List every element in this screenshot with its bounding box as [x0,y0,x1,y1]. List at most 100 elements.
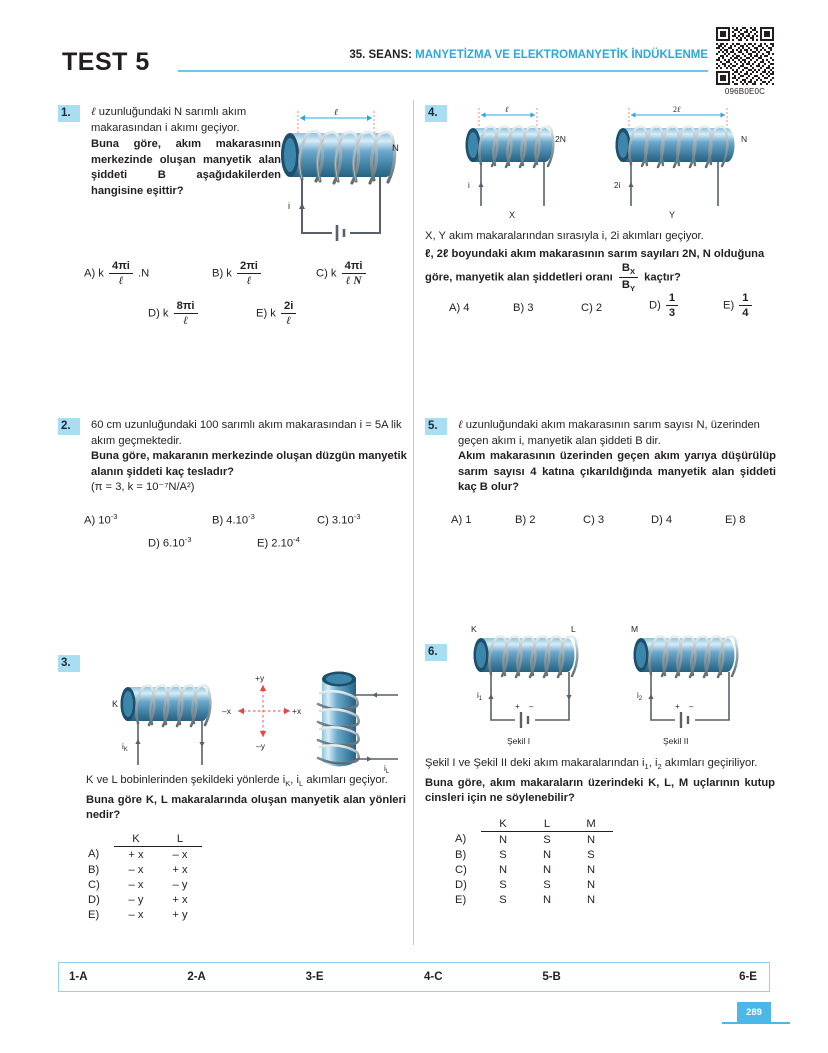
question-4-option-e[interactable]: E) 1 4 [723,292,754,319]
question-2: 2. 60 cm uzunluğundaki 100 sarımlı akım … [58,418,408,550]
page-footer-rule [722,1022,790,1024]
svg-text:ℓ: ℓ [334,107,338,117]
question-1-prompt: Buna göre, akım makarasının merkezinde o… [91,138,281,197]
svg-text:+y: +y [255,673,265,683]
question-2-prompt: Buna göre, makaranın merkezinde oluşan d… [91,450,407,478]
svg-text:–: – [689,702,694,711]
table-row[interactable]: C) – x – y [88,878,188,891]
question-1-option-a[interactable]: A) k 4πi ℓ .N [84,260,150,287]
column-header-m: M [569,818,613,832]
question-1-diagram: ℓ [276,103,406,248]
question-3-number: 3. [58,655,80,672]
page-number-tab: 289 [737,1002,771,1022]
answer-key-item-5: 5-B [542,971,561,983]
svg-text:K: K [112,699,118,709]
question-4-option-d[interactable]: D) 1 3 [649,292,680,319]
question-6-line1: Şekil I ve Şekil II deki akım makaraları… [425,757,758,772]
question-5: 5. ℓ uzunluğundaki akım makarasının sarı… [425,418,776,526]
question-6-diagram: K L i1 + – Şekil I [459,620,779,760]
fraction: 4πi ℓ [109,260,133,287]
seans-name: MANYETİZMA VE ELEKTROMANYETİK İNDÜKLENME [415,49,708,61]
question-3-prompt: Buna göre K, L makaralarında oluşan many… [86,793,406,822]
question-2-line1: 60 cm uzunluğundaki 100 sarımlı akım mak… [91,419,402,431]
column-header-k: K [114,833,158,847]
fraction: 2πi ℓ [237,260,261,287]
question-5-option-b[interactable]: B) 2 [515,514,536,526]
question-1-option-e[interactable]: E) k 2i ℓ [256,300,298,327]
svg-text:i: i [288,201,290,211]
question-2-option-d[interactable]: D) 6.10-3 [148,535,192,550]
svg-text:–y: –y [256,741,266,751]
table-row[interactable]: A) + x – x [88,848,188,861]
table-row[interactable]: E) – x + y [88,908,188,921]
twin-solenoid-svg: ℓ i 2N X 2ℓ [465,105,747,220]
table-row[interactable]: E) S N N [455,893,596,906]
svg-text:Y: Y [669,210,675,220]
question-6-prompt: Buna göre, akım makaraların üzerindeki K… [425,776,775,805]
fraction: 2i ℓ [281,300,297,327]
question-1-option-b[interactable]: B) k 2πi ℓ [212,260,263,287]
qr-label: 096B0E0C [724,87,766,96]
table-row[interactable]: A) N S N [455,833,596,846]
question-4-option-c[interactable]: C) 2 [581,302,603,314]
question-3-diagram: K iK +y –y +x –x [86,667,406,777]
question-4-number: 4. [425,105,447,122]
blank-header [88,833,114,847]
question-2-option-e[interactable]: E) 2.10-4 [257,535,300,550]
svg-text:Şekil I: Şekil I [507,736,530,746]
table-row[interactable]: B) S N S [455,848,595,861]
question-5-line1: ℓ uzunluğundaki akım makarasının sarım s… [458,419,760,431]
question-1-option-d[interactable]: D) k 8πi ℓ [148,300,200,327]
fraction: 1 3 [665,292,679,319]
table-row[interactable]: D) – y + x [88,893,188,906]
blank-header [455,818,481,832]
question-2-option-a[interactable]: A) 10-3 [84,512,118,527]
svg-text:N: N [741,134,747,144]
table-row[interactable]: D) S S N [455,878,596,891]
question-4-option-a[interactable]: A) 4 [449,302,470,314]
column-header-l: L [158,833,202,847]
question-5-option-c[interactable]: C) 3 [583,514,605,526]
svg-text:Şekil II: Şekil II [663,736,689,746]
question-5-number: 5. [425,418,447,435]
solenoid-circuit-svg: ℓ [281,107,399,241]
svg-text:i2: i2 [637,691,643,702]
question-1-number: 1. [58,105,80,122]
question-2-line2: akım geçmektedir. [91,434,182,447]
answer-key-item-2: 2-A [187,971,206,983]
qr-block: 096B0E0C [716,27,778,96]
table-row[interactable]: B) – x + x [88,863,188,876]
svg-text:K: K [471,624,477,634]
coils-axes-svg: K iK +y –y +x –x [112,671,398,775]
question-1-intro: ℓ uzunluğundaki N sarımlı akım makarasın… [91,106,247,134]
svg-text:i: i [468,181,470,190]
question-3-body: K ve L bobinlerinden şekildeki yönlerde … [86,773,406,824]
answer-key-bar: 1-A 2-A 3-E 4-C 5-B 6-E [58,962,770,992]
svg-text:–x: –x [222,706,232,716]
question-4-body: X, Y akım makaralarından sırasıyla i, 2i… [425,229,777,293]
question-5-option-d[interactable]: D) 4 [651,514,673,526]
question-1-option-c[interactable]: C) k 4πi ℓ N [316,260,368,287]
question-4-option-b[interactable]: B) 3 [513,302,534,314]
page-header: TEST 5 35. SEANS: MANYETİZMA VE ELEKTROM… [0,0,828,96]
svg-text:M: M [631,624,638,634]
question-2-options: A) 10-3 B) 4.10-3 C) 3.10-3 D) 6.10-3 E)… [84,509,414,550]
question-2-option-b[interactable]: B) 4.10-3 [212,512,255,527]
ratio-fraction: BX BY [618,262,639,293]
seans-heading: 35. SEANS: MANYETİZMA VE ELEKTROMANYETİK… [349,49,708,61]
table-row[interactable]: C) N N N [455,863,596,876]
question-5-option-e[interactable]: E) 8 [725,514,746,526]
symbol-ell: ℓ [91,106,96,118]
question-1-options: A) k 4πi ℓ .N B) k 2πi ℓ C) k [84,260,404,334]
test-title: TEST 5 [62,48,150,76]
question-6-body: Şekil I ve Şekil II deki akım makaraları… [425,756,775,807]
question-2-option-c[interactable]: C) 3.10-3 [317,512,361,527]
svg-text:2ℓ: 2ℓ [673,105,681,114]
svg-text:2N: 2N [555,134,566,144]
question-4-diagram: ℓ i 2N X 2ℓ [459,102,779,222]
question-5-option-a[interactable]: A) 1 [451,514,472,526]
question-2-number: 2. [58,418,80,435]
two-solenoid-circuits-svg: K L i1 + – Şekil I [471,624,739,746]
question-6-number: 6. [425,644,447,661]
svg-text:i1: i1 [477,691,483,702]
